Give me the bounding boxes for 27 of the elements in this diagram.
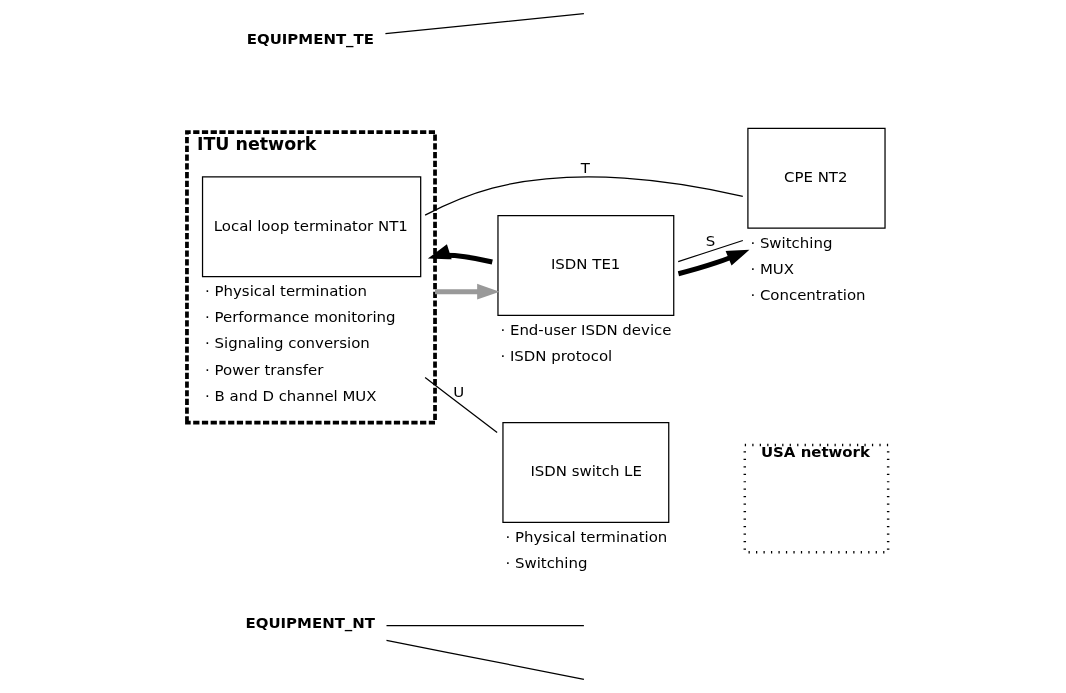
connector [385,639,585,680]
arrow [677,249,749,277]
edge-label: S [705,232,715,251]
node-label: · Signaling conversion [204,334,370,353]
node-box: USA network [743,443,889,554]
node-label: · B and D channel MUX [204,386,377,405]
connector [385,625,585,627]
arrow [434,283,500,300]
edge-label: T [580,158,590,177]
connector [424,377,498,434]
arrow [427,244,493,265]
node-label: · Physical termination [504,527,667,546]
connector [677,239,743,263]
node-label: · Physical termination [204,282,367,301]
node-label: · Power transfer [204,360,323,379]
node-label: · Performance monitoring [204,308,395,327]
node-label: · MUX [749,259,794,278]
connector [384,13,585,35]
node-text: EQUIPMENT_TE [246,29,374,48]
connector [424,176,743,216]
node-label: · End-user ISDN device [499,320,671,339]
node-label: · Switching [504,553,587,572]
node-label: · ISDN protocol [499,346,612,365]
edge-label: U [452,383,464,402]
node-label: · Concentration [749,285,866,304]
node-text: EQUIPMENT_NT [245,614,375,633]
node-label: · Switching [749,233,832,252]
